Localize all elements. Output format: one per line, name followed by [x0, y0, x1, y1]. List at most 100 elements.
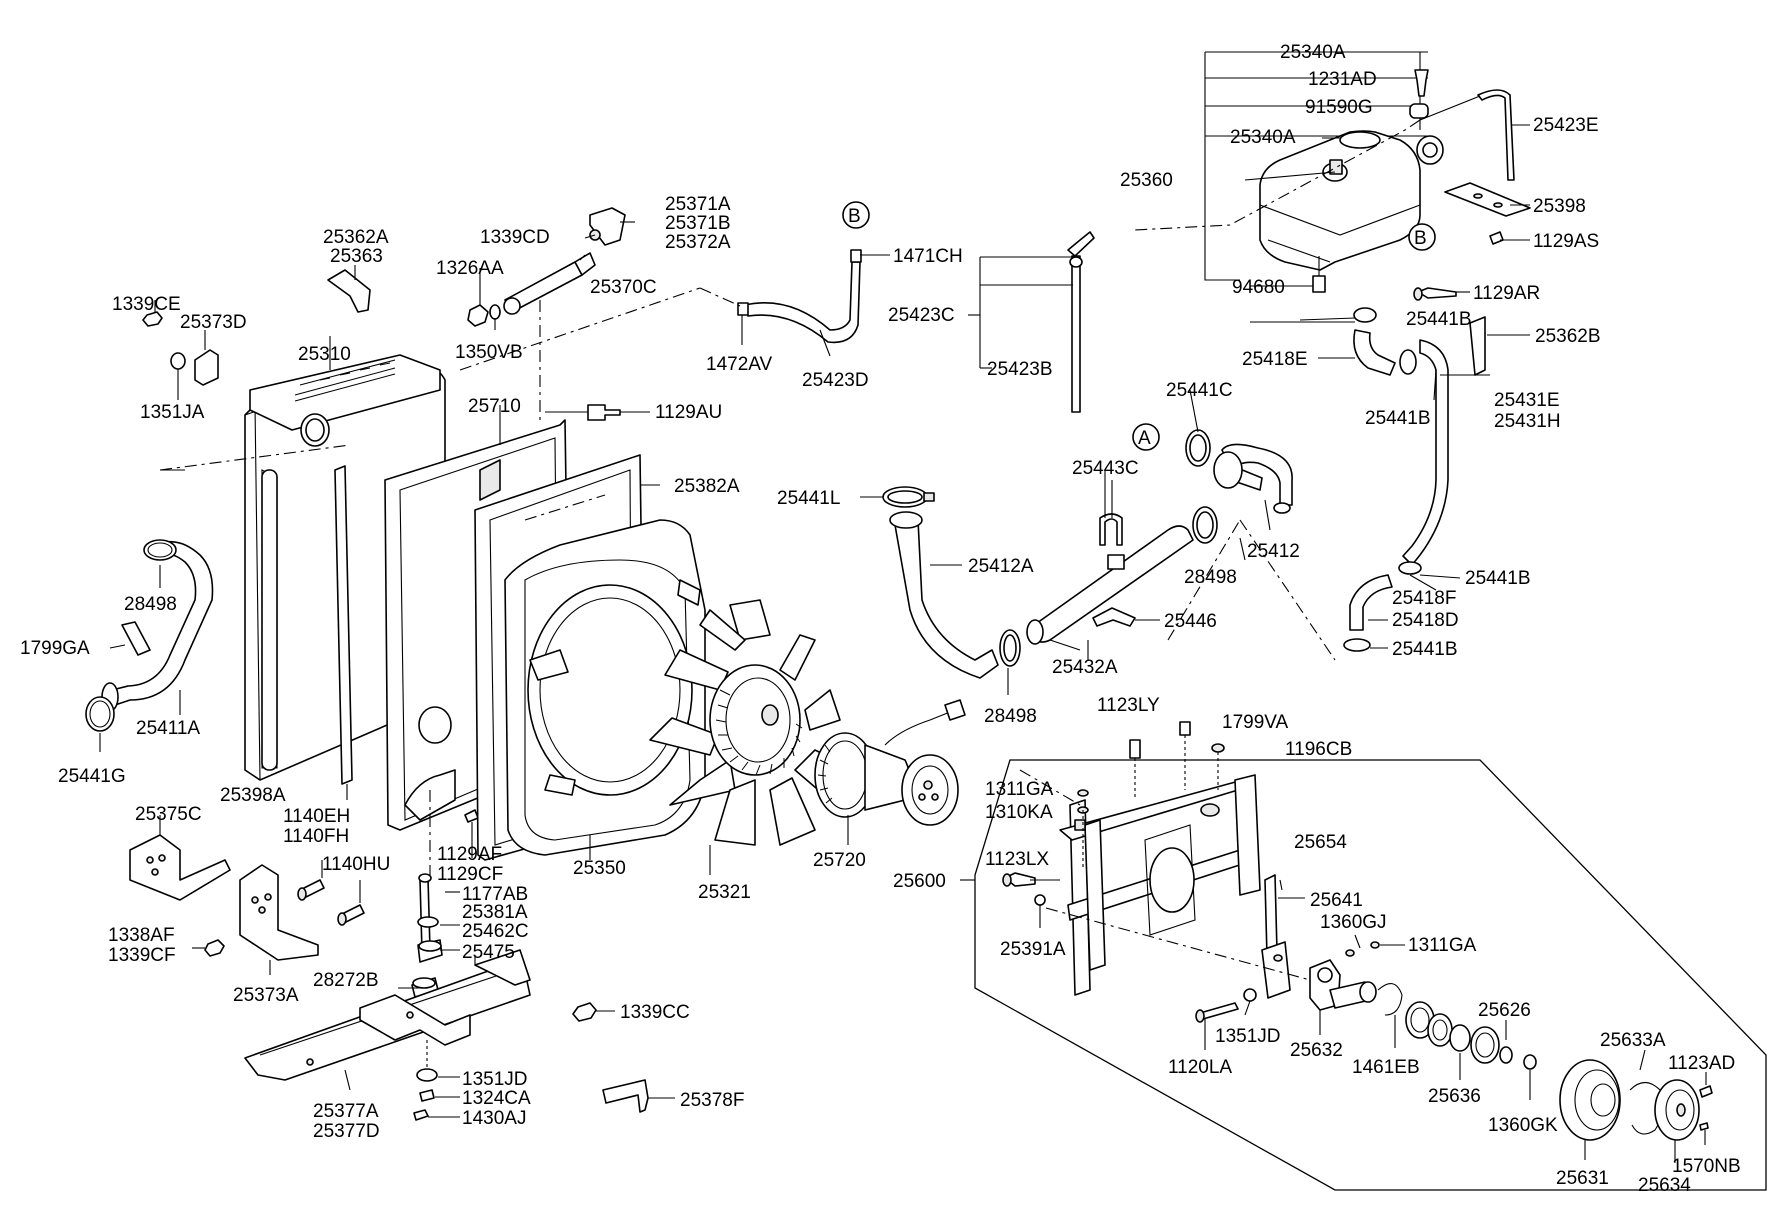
label-91590G: 91590G — [1305, 97, 1373, 118]
label-1196CB: 1196CB — [1285, 739, 1352, 760]
label-25373A: 25373A — [233, 985, 299, 1006]
label-28498-b: 28498 — [984, 706, 1037, 727]
bypass-pipes — [459, 231, 1095, 413]
label-25418E: 25418E — [1242, 349, 1308, 370]
label-25363: 25363 — [330, 246, 383, 267]
tank-cap — [1339, 131, 1381, 149]
label-25418F: 25418F — [1392, 588, 1456, 609]
label-1129AF: 1129AF — [437, 844, 502, 865]
label-25423D: 25423D — [802, 370, 869, 391]
label-1360GJ: 1360GJ — [1320, 912, 1387, 933]
label-25720: 25720 — [813, 850, 866, 871]
label-1129AR: 1129AR — [1473, 283, 1540, 304]
label-94680: 94680 — [1232, 277, 1285, 298]
label-25370C: 25370C — [590, 277, 657, 298]
label-1799GA: 1799GA — [20, 638, 90, 659]
marker-a-hose: A — [1132, 423, 1160, 451]
label-25373D: 25373D — [180, 312, 247, 333]
label-25636: 25636 — [1428, 1086, 1481, 1107]
label-25431H: 25431H — [1494, 411, 1561, 432]
label-1123LY: 1123LY — [1097, 695, 1160, 716]
label-25310: 25310 — [298, 344, 351, 365]
fan-blades — [649, 599, 856, 875]
marker-b-tank-label: B — [1414, 228, 1427, 249]
label-25340A-top: 25340A — [1280, 42, 1346, 63]
label-25377A: 25377A — [313, 1101, 379, 1122]
label-25418D: 25418D — [1392, 610, 1459, 631]
left-bottom-brackets — [129, 815, 365, 975]
label-1430AJ: 1430AJ — [462, 1108, 526, 1129]
label-25600: 25600 — [893, 871, 946, 892]
marker-a-hose-label: A — [1138, 428, 1151, 449]
label-25362A: 25362A — [323, 227, 389, 248]
label-25378F: 25378F — [680, 1090, 744, 1111]
label-1351JD-left: 1351JD — [462, 1069, 528, 1090]
label-25441C: 25441C — [1166, 380, 1233, 401]
label-25371A: 25371A — [665, 194, 731, 215]
label-25641: 25641 — [1310, 890, 1363, 911]
label-1339CE: 1339CE — [112, 294, 181, 315]
label-1177AB: 1177AB — [462, 884, 528, 905]
label-1339CC: 1339CC — [620, 1002, 690, 1023]
label-25398-right: 25398 — [1533, 196, 1586, 217]
label-1350VB: 1350VB — [455, 342, 523, 363]
label-25441B-4: 25441B — [1392, 639, 1458, 660]
label-25431E: 25431E — [1494, 390, 1560, 411]
upper-hoses — [860, 389, 1293, 695]
label-25350: 25350 — [573, 858, 626, 879]
label-1339CF: 1339CF — [108, 945, 176, 966]
left-top-brackets — [142, 207, 635, 420]
label-25411A: 25411A — [136, 718, 200, 739]
label-25441B-2: 25441B — [1365, 408, 1431, 429]
label-1471CH: 1471CH — [893, 246, 963, 267]
label-1472AV: 1472AV — [706, 354, 773, 375]
label-25654: 25654 — [1294, 832, 1347, 853]
label-1461EB: 1461EB — [1352, 1057, 1420, 1078]
label-1311GA-a: 1311GA — [985, 779, 1054, 800]
label-25423C: 25423C — [888, 305, 955, 326]
label-25423E: 25423E — [1533, 115, 1599, 136]
label-25381A: 25381A — [462, 902, 528, 923]
label-25631: 25631 — [1556, 1168, 1609, 1189]
label-25443C: 25443C — [1072, 458, 1139, 479]
frame-mount-bar — [244, 790, 675, 1121]
marker-b-pipe: B — [842, 201, 870, 229]
tensioner-assembly — [960, 721, 1767, 1191]
label-25475: 25475 — [462, 942, 515, 963]
label-25441B-1: 25441B — [1406, 309, 1472, 330]
label-25423B: 25423B — [987, 359, 1053, 380]
label-25391A: 25391A — [1000, 939, 1066, 960]
label-1129AS: 1129AS — [1533, 231, 1599, 252]
marker-b-tank: B — [1408, 223, 1436, 251]
label-28498-c: 28498 — [1184, 567, 1237, 588]
label-1129CF: 1129CF — [437, 864, 503, 885]
label-25633A: 25633A — [1600, 1030, 1666, 1051]
label-1338AF: 1338AF — [108, 925, 175, 946]
label-25362B: 25362B — [1535, 326, 1601, 347]
fan-shroud-ring — [504, 519, 706, 860]
label-1123LX: 1123LX — [985, 849, 1049, 870]
label-25710: 25710 — [468, 396, 521, 417]
label-25446: 25446 — [1164, 611, 1217, 632]
label-25441B-3: 25441B — [1465, 568, 1531, 589]
label-25382A: 25382A — [674, 476, 740, 497]
label-1310KA: 1310KA — [985, 802, 1053, 823]
label-25321: 25321 — [698, 882, 751, 903]
label-1129AU: 1129AU — [655, 402, 722, 423]
marker-b-pipe-label: B — [848, 206, 861, 227]
label-28498-a: 28498 — [124, 594, 177, 615]
label-1120LA: 1120LA — [1168, 1057, 1232, 1078]
label-25632: 25632 — [1290, 1040, 1343, 1061]
label-25441L: 25441L — [777, 488, 840, 509]
label-1311GA-b: 1311GA — [1408, 935, 1477, 956]
label-1351JD-right: 1351JD — [1215, 1026, 1281, 1047]
label-1140EH: 1140EH — [283, 806, 350, 827]
label-1799VA: 1799VA — [1222, 712, 1289, 733]
expansion-tank — [1259, 130, 1421, 271]
label-25432A: 25432A — [1052, 657, 1118, 678]
label-1339CD: 1339CD — [480, 227, 550, 248]
label-25462C: 25462C — [462, 921, 529, 942]
label-1324CA: 1324CA — [462, 1088, 531, 1109]
label-1570NB: 1570NB — [1672, 1156, 1741, 1177]
